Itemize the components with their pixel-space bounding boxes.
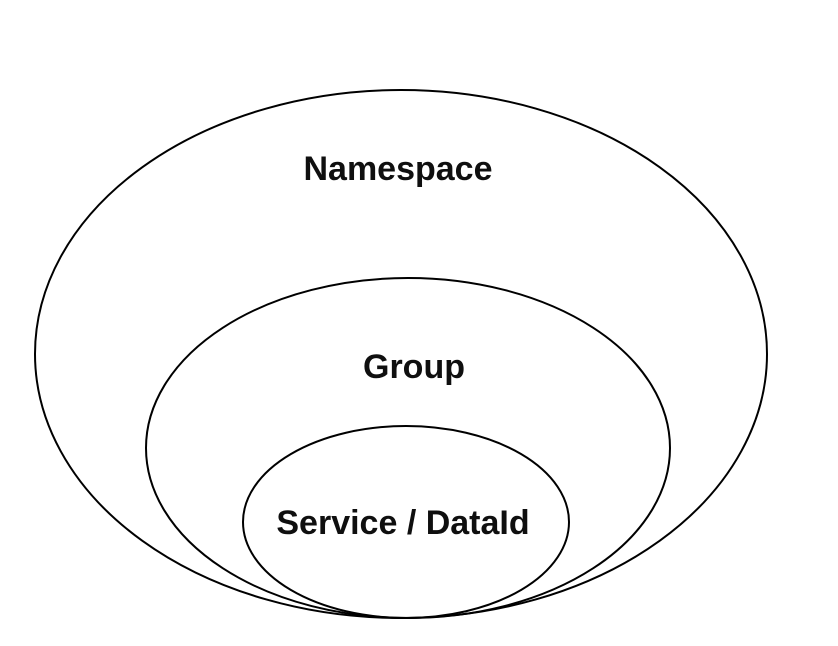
group-ellipse	[145, 277, 671, 619]
service-dataid-ellipse	[242, 425, 570, 619]
namespace-label: Namespace	[303, 150, 492, 188]
service-dataid-label: Service / DataId	[276, 504, 529, 542]
group-label: Group	[363, 348, 465, 386]
